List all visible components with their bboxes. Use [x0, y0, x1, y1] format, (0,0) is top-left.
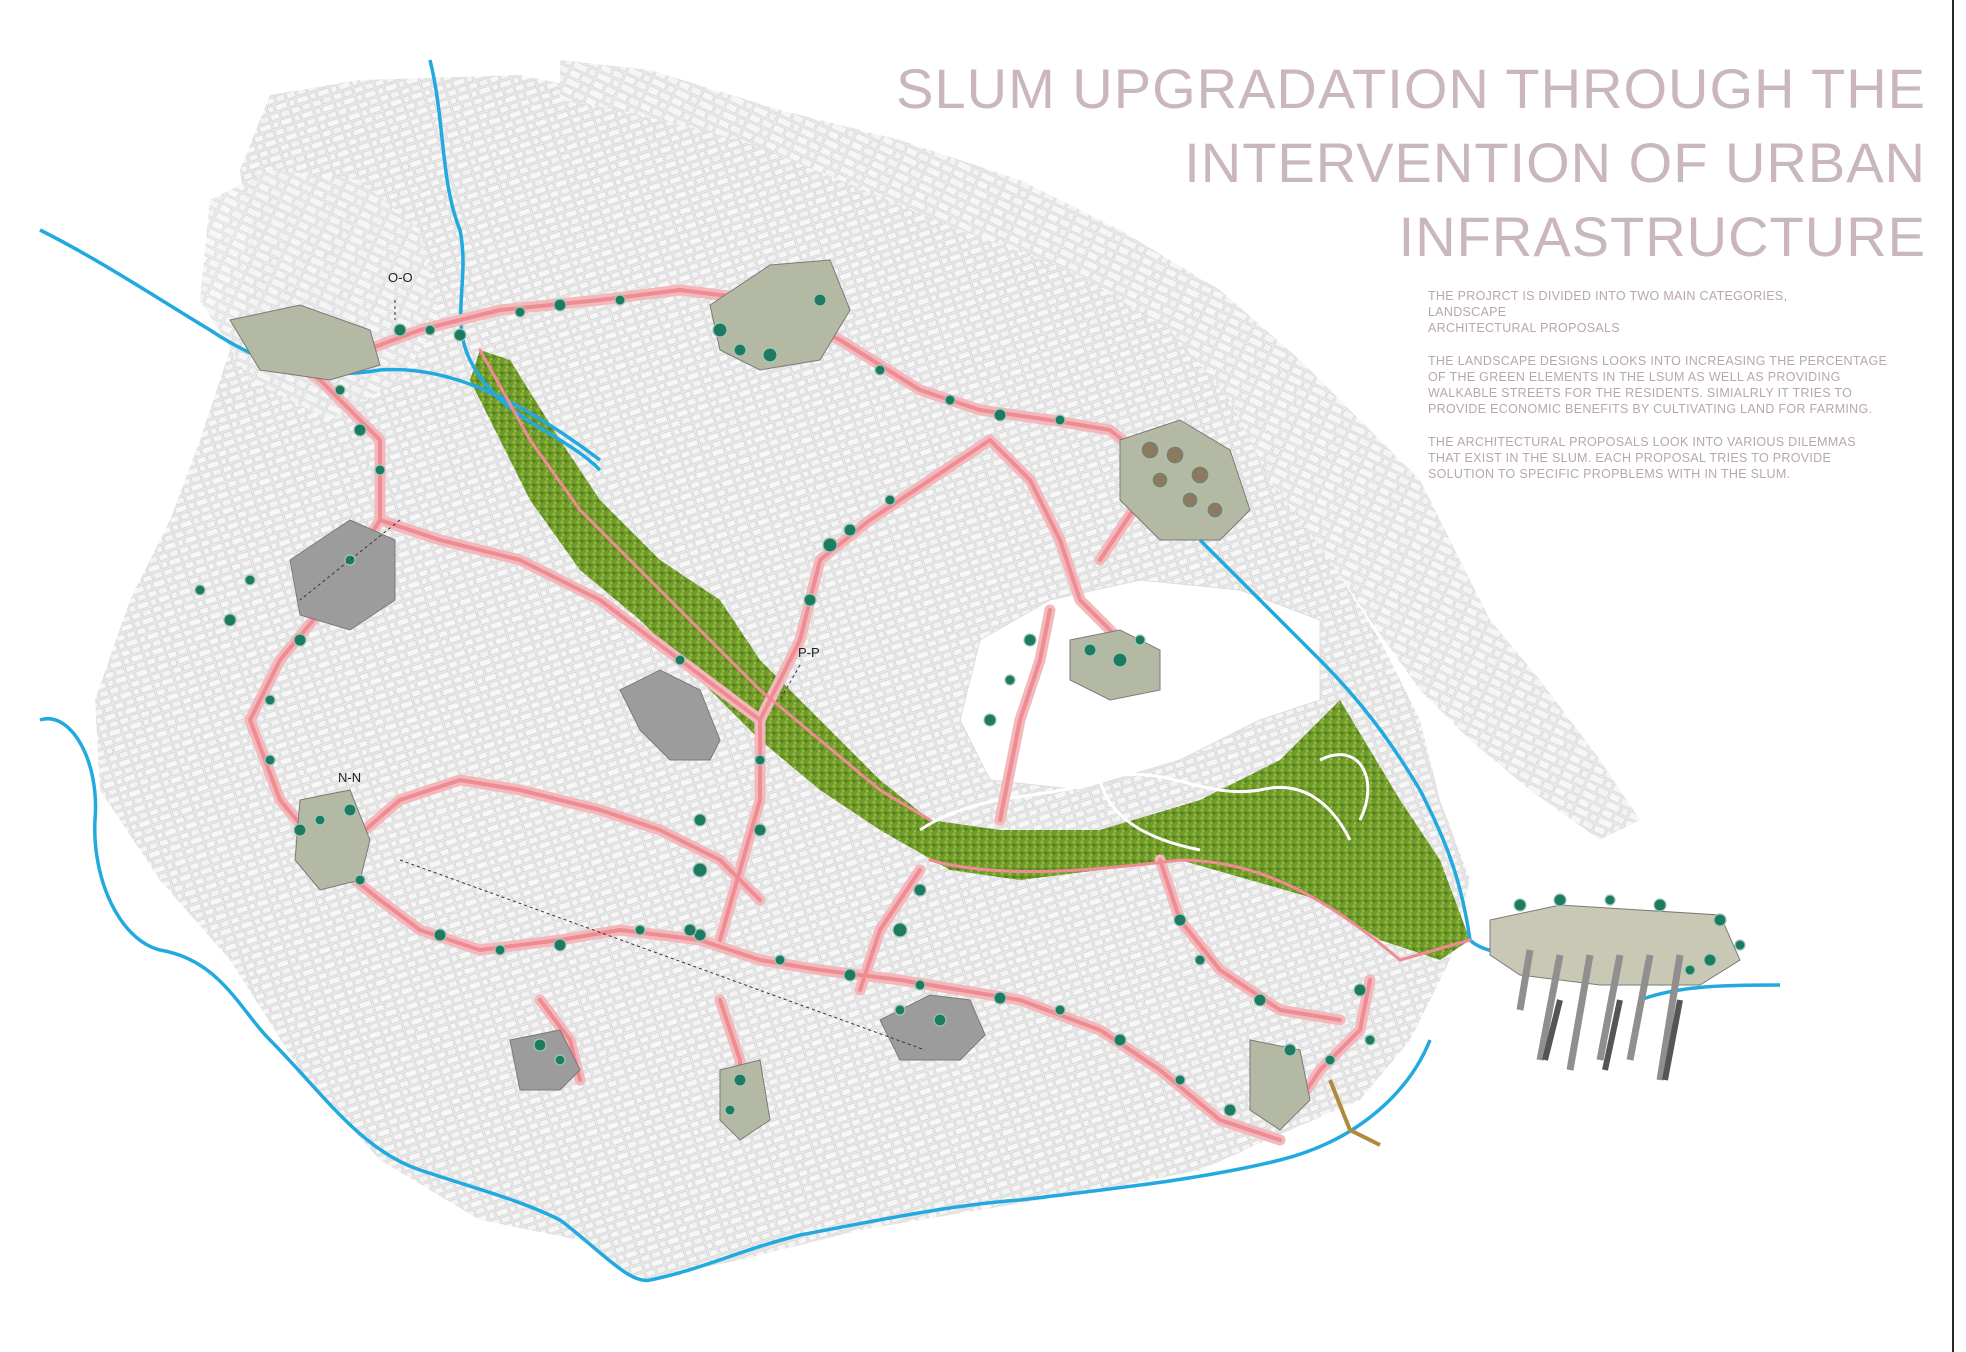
title-line-2: INTERVENTION OF URBAN: [1184, 131, 1926, 194]
site-west: [289, 519, 396, 631]
title-line-1: SLUM UPGRADATION THROUGH THE: [896, 57, 1926, 120]
north-building-strip: [560, 60, 1640, 840]
walkway-network: [244, 284, 1472, 1146]
site-south-center: [879, 994, 986, 1061]
description-landscape: THE LANDSCAPE DESIGNS LOOKS INTO INCREAS…: [1428, 353, 1928, 417]
section-cuts: [299, 300, 926, 1051]
frame-edge-line: [1952, 0, 1954, 1352]
green-corridor: [470, 350, 1470, 960]
site-south: [719, 1059, 771, 1141]
tree-canopy: [194, 293, 1746, 1117]
site-north: [709, 259, 851, 371]
site-center: [619, 669, 721, 761]
south-ramp: [1328, 1079, 1381, 1147]
garden-paths: [919, 753, 1370, 852]
description-line: SOLUTION TO SPECIFIC PROPBLEMS WITH IN T…: [1428, 467, 1791, 481]
section-label-p-p: P-P: [798, 645, 820, 660]
description-architecture: THE ARCHITECTURAL PROPOSALS LOOK INTO VA…: [1428, 434, 1928, 482]
jetty-dark-piers: [1542, 999, 1683, 1081]
section-label-n-n: N-N: [338, 770, 362, 785]
site-northwest: [229, 304, 381, 381]
description-line: THAT EXIST IN THE SLUM. EACH PROPOSAL TR…: [1428, 451, 1832, 465]
site-south-west: [509, 1029, 581, 1091]
description-line: WALKABLE STREETS FOR THE RESIDENTS. SIMI…: [1428, 386, 1853, 400]
description-line: PROVIDE ECONOMIC BENEFITS BY CULTIVATING…: [1428, 402, 1873, 416]
title-line-3: INFRASTRUCTURE: [1398, 205, 1926, 268]
description-line: LANDSCAPE: [1428, 305, 1507, 319]
description-categories: THE PROJRCT IS DIVIDED INTO TWO MAIN CAT…: [1428, 288, 1928, 336]
description-line: THE ARCHITECTURAL PROPOSALS LOOK INTO VA…: [1428, 435, 1856, 449]
poster-title: SLUM UPGRADATION THROUGH THE INTERVENTIO…: [826, 52, 1926, 274]
description-line: OF THE GREEN ELEMENTS IN THE LSUM AS WEL…: [1428, 370, 1841, 384]
description-line: THE LANDSCAPE DESIGNS LOOKS INTO INCREAS…: [1428, 354, 1888, 368]
jetty-piers: [1516, 949, 1684, 1081]
section-label-o-o: O-O: [388, 270, 413, 285]
description-line: ARCHITECTURAL PROPOSALS: [1428, 321, 1620, 335]
project-description: THE PROJRCT IS DIVIDED INTO TWO MAIN CAT…: [1428, 288, 1928, 499]
description-line: THE PROJRCT IS DIVIDED INTO TWO MAIN CAT…: [1428, 289, 1788, 303]
